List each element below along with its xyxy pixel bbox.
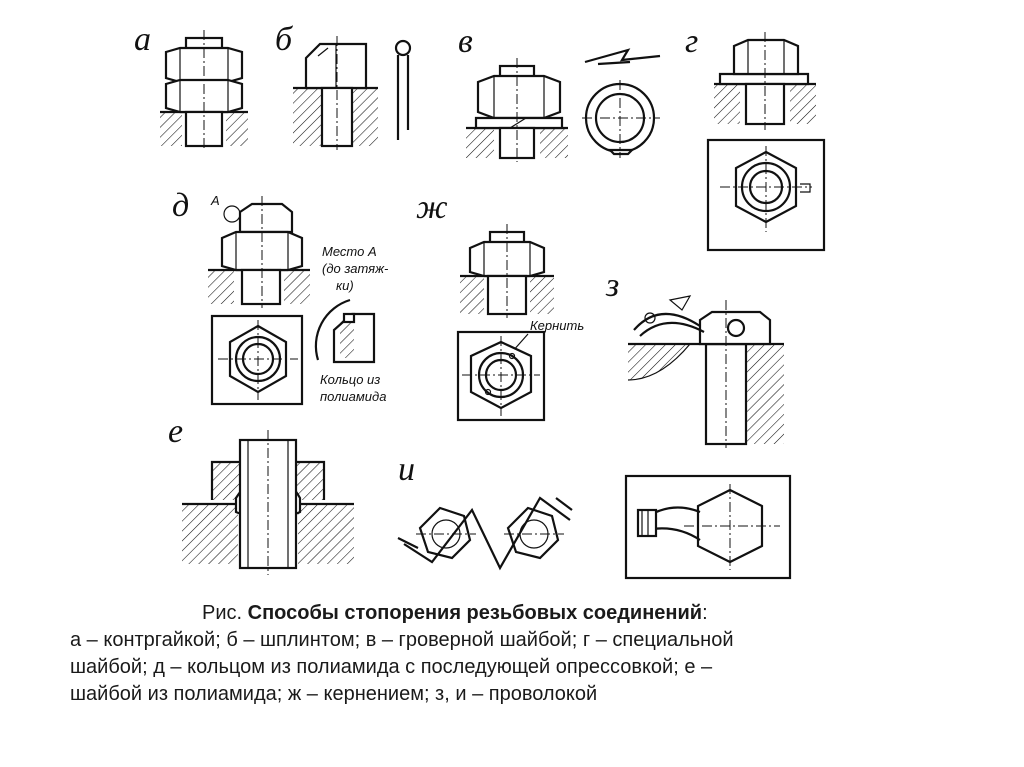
- caption-colon: :: [702, 602, 708, 624]
- caption-prefix: Рис.: [202, 602, 248, 624]
- note-place-a-1: Место A: [322, 244, 377, 259]
- label-b: б: [275, 21, 294, 58]
- note-place-a-2: (до затяж-: [322, 261, 389, 276]
- panel-g-special-washer: г: [685, 23, 826, 252]
- panel-z-wire: з: [605, 267, 792, 580]
- panel-d-polyamide-ring: д A Место A (до затяж- ки) Кольцо из пол…: [172, 187, 389, 406]
- note-punch: Кернить: [530, 318, 584, 333]
- panel-zh-punching: ж Кернить: [416, 189, 584, 422]
- panel-v-spring-washer: в: [458, 23, 661, 162]
- label-zh: ж: [416, 189, 448, 226]
- caption-title: Способы стопорения резьбовых соединений: [247, 602, 703, 624]
- panel-b-cotter-pin: б: [275, 21, 412, 150]
- panel-a-locknut: а: [134, 21, 248, 150]
- mark-a: A: [210, 193, 220, 208]
- caption-line-2: а – контргайкой; б – шплинтом; в – грове…: [70, 629, 734, 651]
- locking-methods-diagram: а б в: [134, 21, 826, 580]
- caption-line-3: шайбой; д – кольцом из полиамида с после…: [70, 656, 713, 678]
- label-d: д: [172, 187, 189, 224]
- label-i: и: [398, 451, 415, 488]
- label-z: з: [605, 267, 619, 304]
- label-g: г: [685, 23, 698, 60]
- label-v: в: [458, 23, 473, 60]
- note-place-a-3: ки): [336, 278, 354, 293]
- note-ring-2: полиамида: [320, 389, 386, 404]
- label-a: а: [134, 21, 151, 58]
- label-e: е: [168, 413, 183, 450]
- panel-e-polyamide-washer: е: [168, 413, 354, 575]
- figure-caption: Рис. Способы стопорения резьбовых соедин…: [70, 600, 970, 708]
- caption-line-4: шайбой из полиамида; ж – кернением; з, и…: [70, 683, 598, 705]
- panel-i-wire: и: [397, 451, 573, 571]
- note-ring-1: Кольцо из: [320, 372, 380, 387]
